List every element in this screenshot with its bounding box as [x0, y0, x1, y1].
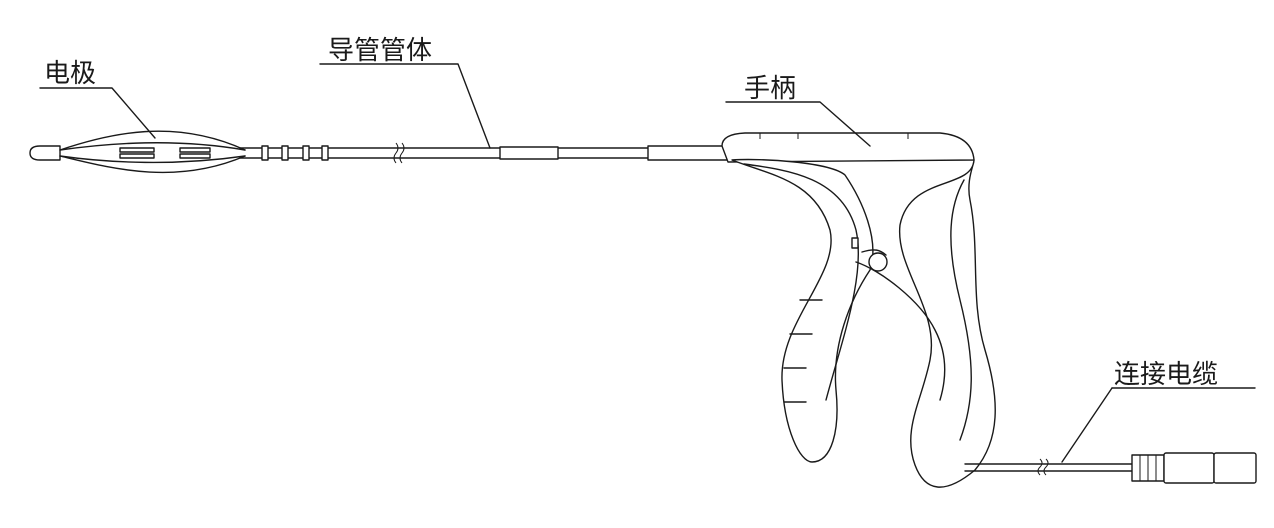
connecting-cable — [964, 452, 1257, 484]
catheter-shaft — [239, 142, 729, 164]
electrode-basket — [29, 130, 246, 174]
handle-body — [721, 132, 996, 488]
label-handle: 手柄 — [744, 74, 796, 104]
label-cable: 连接电缆 — [1114, 360, 1218, 390]
label-catheter-body: 导管管体 — [328, 36, 432, 66]
leader-lines — [39, 63, 1256, 463]
label-electrode: 电极 — [44, 59, 96, 89]
